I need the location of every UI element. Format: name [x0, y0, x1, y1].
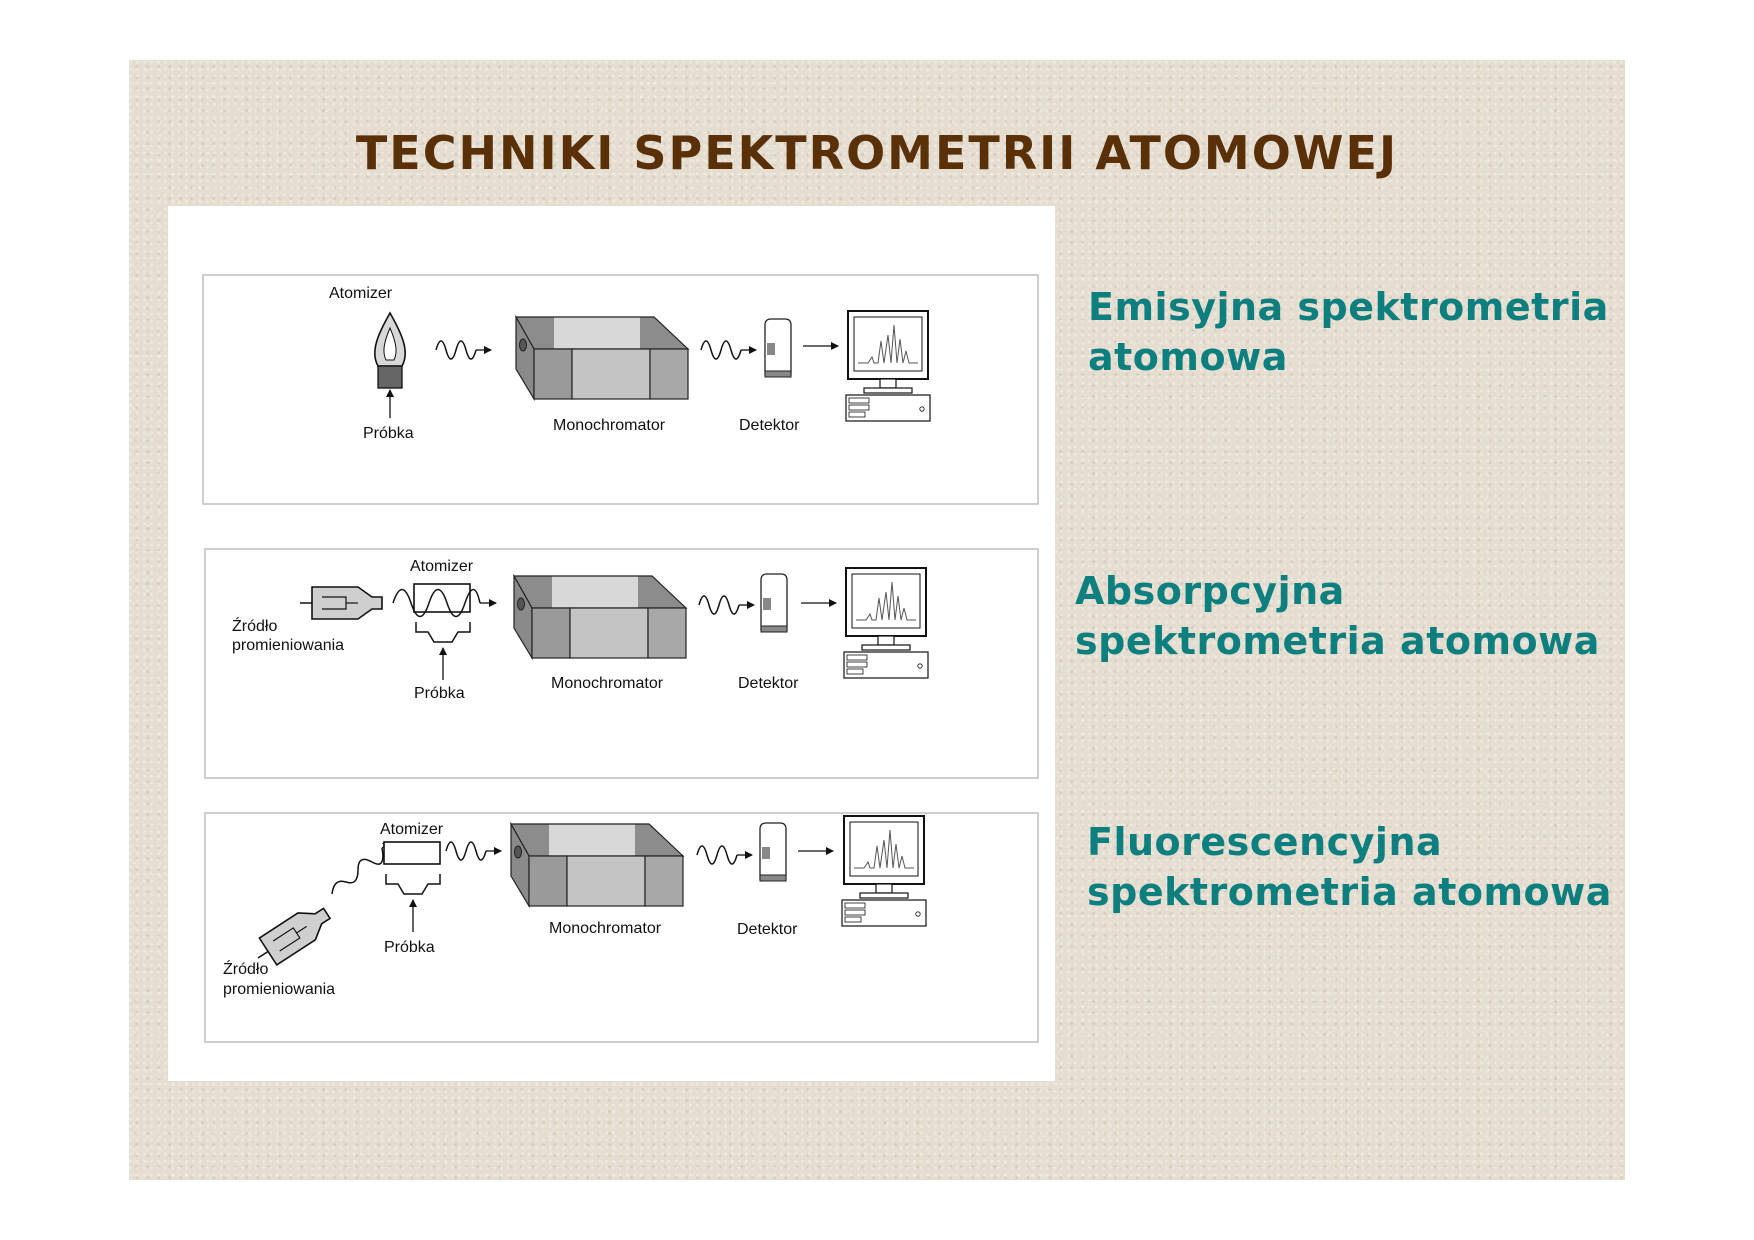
caption-emission: Emisyjna spektrometria atomowa [1088, 282, 1609, 382]
fluorescence-atomizer-icon [383, 841, 441, 865]
fluorescence-monochromator-icon [510, 823, 684, 907]
fluorescence-detector-icon [759, 822, 787, 882]
emission-computer-icon [845, 310, 931, 422]
emission-sample-label: Próbka [363, 425, 414, 442]
absorption-atomizer-label: Atomizer [410, 558, 474, 575]
absorption-detector-label: Detektor [738, 675, 799, 692]
absorption-monochromator-icon [513, 575, 687, 659]
caption-fluorescence-line-1: Fluorescencyjna [1087, 820, 1443, 864]
diagram-panel: Atomizer Próbka Monochromator Detektor [168, 206, 1055, 1081]
flame-icon [374, 311, 406, 389]
fluorescence-source-label-1: Źródło [223, 959, 268, 978]
emission-detector-icon [764, 318, 792, 378]
fluorescence-excitation-wave [331, 847, 384, 895]
emission-detector-label: Detektor [739, 417, 800, 434]
caption-fluorescence: Fluorescencyjna spektrometria atomowa [1087, 817, 1612, 917]
caption-fluorescence-line-2: spektrometria atomowa [1087, 870, 1612, 914]
fluorescence-source-label-2: promieniowania [223, 981, 335, 998]
slide: TECHNIKI SPEKTROMETRII ATOMOWEJ [129, 60, 1625, 1180]
emission-monochromator-label: Monochromator [553, 417, 666, 434]
fluorescence-diagram: Atomizer Próbka Źródło promieniowania Mo… [204, 812, 1039, 1043]
fluorescence-detector-label: Detektor [737, 921, 798, 938]
fluorescence-computer-icon [841, 815, 927, 927]
caption-emission-line-1: Emisyjna spektrometria [1088, 285, 1609, 329]
absorption-diagram: Źródło promieniowania Atomizer Próbka Mo… [204, 548, 1039, 779]
instrument-diagrams: Atomizer Próbka Monochromator Detektor [202, 274, 1039, 1043]
absorption-detector-icon [760, 573, 788, 633]
absorption-computer-icon [843, 567, 929, 679]
slide-title: TECHNIKI SPEKTROMETRII ATOMOWEJ [355, 126, 1399, 180]
emission-atomizer-label: Atomizer [329, 285, 393, 302]
emission-monochromator-icon [515, 316, 689, 400]
caption-absorption-line-1: Absorpcyjna [1075, 569, 1345, 613]
absorption-source-label-1: Źródło [232, 616, 277, 635]
caption-absorption: Absorpcyjna spektrometria atomowa [1075, 566, 1600, 666]
absorption-source-label-2: promieniowania [232, 637, 344, 654]
absorption-monochromator-label: Monochromator [551, 675, 664, 692]
fluorescence-atomizer-label: Atomizer [380, 821, 444, 838]
fluorescence-monochromator-label: Monochromator [549, 920, 662, 937]
caption-absorption-line-2: spektrometria atomowa [1075, 619, 1600, 663]
absorption-atomizer-icon [413, 583, 471, 613]
caption-emission-line-2: atomowa [1088, 335, 1288, 379]
absorption-sample-label: Próbka [414, 685, 465, 702]
emission-diagram: Atomizer Próbka Monochromator Detektor [202, 274, 1039, 505]
fluorescence-sample-label: Próbka [384, 939, 435, 956]
absorption-beam-wave [392, 588, 481, 618]
